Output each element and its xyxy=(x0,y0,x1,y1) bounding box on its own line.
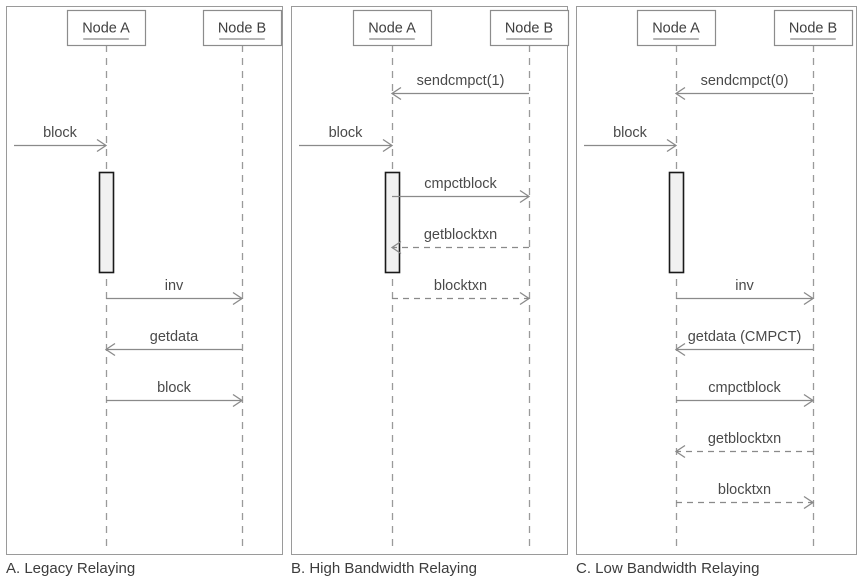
participant-label-node_a: Node A xyxy=(82,20,130,36)
panel-frame xyxy=(576,6,857,555)
message-label: cmpctblock xyxy=(424,176,497,192)
message-arrowhead xyxy=(674,342,686,357)
message-label: block xyxy=(157,380,192,396)
message-arrowhead xyxy=(519,291,531,306)
message-arrowhead xyxy=(390,86,402,101)
message-inv: inv xyxy=(106,278,244,306)
message-arrowhead xyxy=(666,138,678,153)
message-arrowhead xyxy=(96,138,108,153)
message-arrowhead xyxy=(382,138,394,153)
message-label: blocktxn xyxy=(434,278,487,294)
message-arrowhead xyxy=(674,444,686,459)
participant-label-node_b: Node B xyxy=(218,20,266,36)
message-label: getblocktxn xyxy=(424,227,497,243)
message-getblocktxn: getblocktxn xyxy=(390,227,529,255)
message-arrowhead xyxy=(390,240,402,255)
message-arrowhead xyxy=(803,291,815,306)
message-cmpctblock: cmpctblock xyxy=(392,176,531,204)
panel-caption-panel-b: B. High Bandwidth Relaying xyxy=(291,560,477,577)
message-arrowhead xyxy=(803,393,815,408)
message-label: getblocktxn xyxy=(708,431,781,447)
message-blocktxn: blocktxn xyxy=(392,278,531,306)
message-label: cmpctblock xyxy=(708,380,781,396)
message-label: inv xyxy=(735,278,754,294)
message-arrowhead xyxy=(803,495,815,510)
activation-bar-node-a xyxy=(384,171,401,274)
participant-label-node_a: Node A xyxy=(652,20,700,36)
message-label: blocktxn xyxy=(718,482,771,498)
message-block: block xyxy=(299,125,394,153)
participant-box-node_b xyxy=(202,9,283,47)
message-arrowhead xyxy=(232,291,244,306)
activation-bar-node-a xyxy=(668,171,685,274)
panel-frame xyxy=(6,6,283,555)
message-label: sendcmpct(1) xyxy=(417,73,505,89)
message-arrowhead xyxy=(519,189,531,204)
participant-label-node_a: Node A xyxy=(368,20,416,36)
participant-box-node_a xyxy=(352,9,433,47)
message-arrowhead xyxy=(232,393,244,408)
message-sendcmpct-1: sendcmpct(1) xyxy=(390,73,529,101)
message-label: sendcmpct(0) xyxy=(701,73,789,89)
message-arrowhead xyxy=(104,342,116,357)
message-cmpctblock: cmpctblock xyxy=(676,380,815,408)
message-sendcmpct-0: sendcmpct(0) xyxy=(674,73,813,101)
panel-caption-panel-c: C. Low Bandwidth Relaying xyxy=(576,560,759,577)
message-getblocktxn: getblocktxn xyxy=(674,431,813,459)
participant-label-node_b: Node B xyxy=(505,20,553,36)
participant-label-node_b: Node B xyxy=(789,20,837,36)
message-label: block xyxy=(329,125,364,141)
panel-c: Node A Node B sendcmpct(0) block inv getdata … xyxy=(576,6,857,555)
captions-layer: A. Legacy Relaying B. High Bandwidth Rela… xyxy=(6,560,759,577)
message-blocktxn: blocktxn xyxy=(676,482,815,510)
message-getdata: getdata xyxy=(104,329,242,357)
message-block: block xyxy=(584,125,678,153)
message-label: getdata xyxy=(150,329,199,345)
panel-caption-panel-a: A. Legacy Relaying xyxy=(6,560,135,577)
panel-b: Node A Node B sendcmpct(1) block cmpctblock g… xyxy=(291,6,570,555)
message-getdata-cmpct: getdata (CMPCT) xyxy=(674,329,813,357)
participant-box-node_a xyxy=(66,9,147,47)
message-arrowhead xyxy=(674,86,686,101)
message-block: block xyxy=(106,380,244,408)
message-label: inv xyxy=(165,278,184,294)
message-inv: inv xyxy=(676,278,815,306)
message-label: getdata (CMPCT) xyxy=(688,329,802,345)
message-block: block xyxy=(14,125,108,153)
message-label: block xyxy=(613,125,648,141)
participant-box-node_b xyxy=(773,9,854,47)
panel-a: Node A Node B block inv getdata block xyxy=(6,6,283,555)
participant-box-node_b xyxy=(489,9,570,47)
message-label: block xyxy=(43,125,78,141)
activation-bar-node-a xyxy=(98,171,115,274)
panel-frame xyxy=(291,6,568,555)
participant-box-node_a xyxy=(636,9,717,47)
